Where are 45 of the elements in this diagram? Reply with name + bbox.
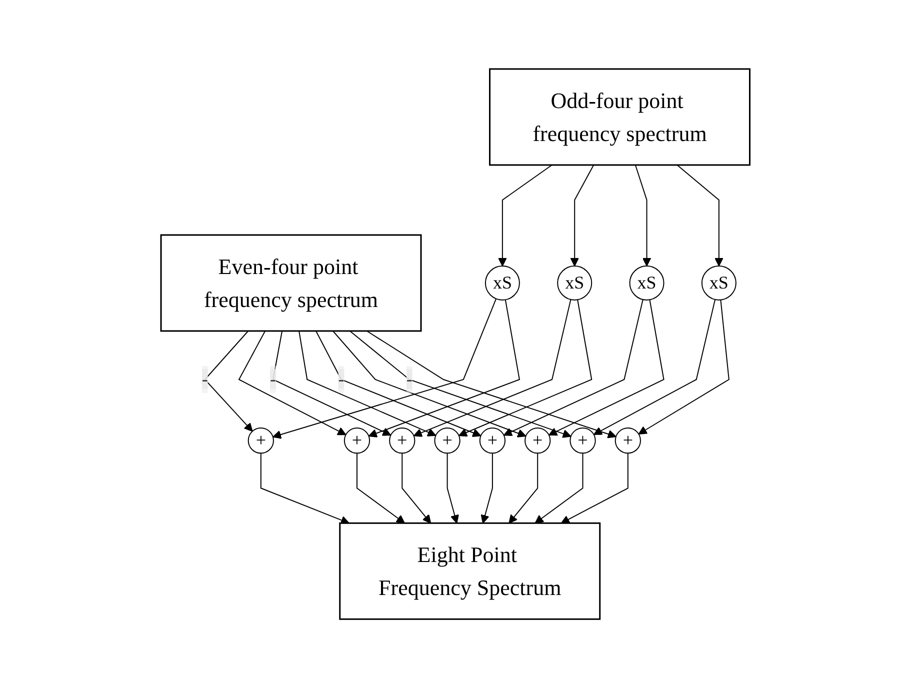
node-circle: +: [478, 427, 506, 454]
node-circle: +: [434, 427, 460, 454]
arrow: [272, 330, 391, 436]
arrow: [548, 299, 664, 436]
arrow: [560, 452, 628, 524]
arrow: [348, 330, 571, 438]
arrow: [593, 298, 716, 435]
arrow: [332, 330, 526, 438]
node-box: Even-four point frequency spectrum: [160, 234, 422, 332]
edge-label: -: [270, 368, 276, 389]
arrow: [638, 299, 730, 434]
arrow: [315, 330, 481, 437]
arrow: [272, 298, 496, 439]
arrow: [298, 330, 436, 436]
node-circle: xS: [628, 265, 664, 300]
arrow: [498, 164, 552, 266]
arrow: [634, 164, 651, 266]
arrow: [508, 452, 538, 524]
arrow: [570, 164, 594, 266]
node-circle: +: [247, 427, 274, 454]
node-circle: xS: [484, 265, 520, 300]
node-circle: xS: [701, 265, 736, 300]
edge-label: -: [202, 368, 208, 389]
node-circle: +: [614, 427, 641, 454]
node-circle: +: [388, 427, 415, 454]
arrow: [446, 452, 459, 524]
arrow: [534, 452, 583, 524]
arrow: [676, 164, 723, 266]
node-box: Odd-four point frequency spectrum: [488, 68, 750, 166]
arrow: [356, 452, 405, 524]
arrow: [413, 298, 571, 437]
node-circle: +: [569, 427, 596, 454]
arrow: [366, 330, 616, 438]
arrow: [503, 298, 643, 436]
node-circle: +: [344, 427, 370, 454]
node-circle: xS: [556, 265, 592, 300]
arrow: [401, 452, 431, 524]
edge-label: -: [338, 368, 344, 389]
arrow: [260, 452, 350, 524]
node-box: Eight Point Frequency Spectrum: [338, 522, 600, 620]
arrow: [458, 299, 592, 437]
arrow: [480, 452, 493, 524]
node-circle: +: [524, 427, 550, 454]
edge-label: -: [406, 368, 412, 389]
arrow: [368, 299, 520, 438]
